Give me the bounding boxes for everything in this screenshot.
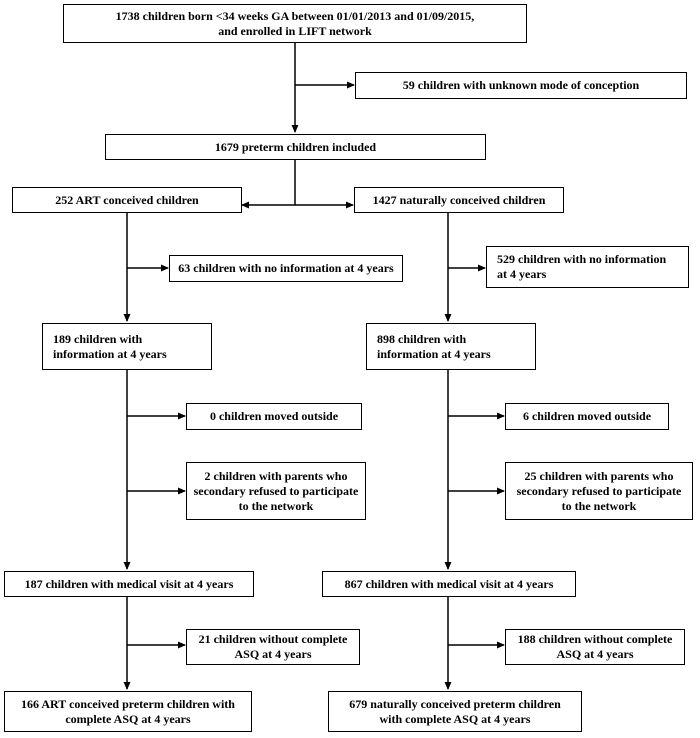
box-text-line: 6 children moved outside [522, 409, 652, 423]
box-text-line: at 4 years [497, 267, 547, 281]
box-text-line: information at 4 years [53, 346, 167, 361]
box-art-no-info: 63 children with no information at 4 yea… [169, 255, 403, 282]
box-text-line: information at 4 years [377, 346, 491, 361]
box-text-line: complete ASQ at 4 years [65, 711, 191, 726]
box-text-line: 63 children with no information at 4 yea… [178, 261, 394, 275]
box-text-line: 59 children with unknown mode of concept… [402, 78, 640, 92]
box-text-line: 2 children with parents who [204, 468, 348, 483]
box-unknown-mode: 59 children with unknown mode of concept… [355, 72, 687, 99]
box-text-line: ASQ at 4 years [556, 647, 634, 661]
box-text-line: 867 children with medical visit at 4 yea… [344, 576, 554, 591]
box-text-line: 679 naturally conceived preterm children [349, 696, 561, 711]
box-text-line: 898 children with [377, 331, 467, 346]
box-text-line: to the network [238, 498, 314, 513]
box-text-line: 529 children with no information [497, 252, 667, 266]
box-text-line: 188 children without complete [517, 632, 673, 646]
box-art-moved-outside: 0 children moved outside [186, 403, 362, 430]
box-text-line: 187 children with medical visit at 4 yea… [24, 576, 234, 591]
box-natural-medical-visit: 867 children with medical visit at 4 yea… [322, 571, 576, 597]
box-included: 1679 preterm children included [105, 134, 486, 160]
box-text-line: 1738 children born <34 weeks GA between … [115, 8, 475, 23]
box-text-line: with complete ASQ at 4 years [379, 711, 531, 726]
box-text-line: secondary refused to participate [516, 483, 682, 498]
box-text-line: 0 children moved outside [209, 409, 339, 423]
box-text-line: and enrolled in LIFT network [218, 23, 372, 38]
box-text-line: secondary refused to participate [193, 483, 359, 498]
box-text-line: 189 children with [53, 331, 143, 346]
box-art-conceived: 252 ART conceived children [12, 187, 242, 213]
box-natural-moved-outside: 6 children moved outside [505, 403, 669, 430]
box-natural-final: 679 naturally conceived preterm children… [328, 691, 582, 732]
box-text-line: 21 children without complete [198, 632, 348, 646]
box-text-line: 252 ART conceived children [55, 192, 199, 207]
box-text-line: 1427 naturally conceived children [372, 192, 546, 207]
box-art-medical-visit: 187 children with medical visit at 4 yea… [4, 571, 254, 597]
box-text-line: ASQ at 4 years [234, 647, 312, 661]
box-enrolled: 1738 children born <34 weeks GA between … [63, 4, 527, 43]
box-text-line: to the network [561, 498, 637, 513]
box-text-line: 1679 preterm children included [214, 139, 377, 154]
box-text-line: 25 children with parents who [524, 468, 674, 483]
box-text-line: 166 ART conceived preterm children with [21, 696, 235, 711]
box-naturally-conceived: 1427 naturally conceived children [354, 187, 564, 213]
